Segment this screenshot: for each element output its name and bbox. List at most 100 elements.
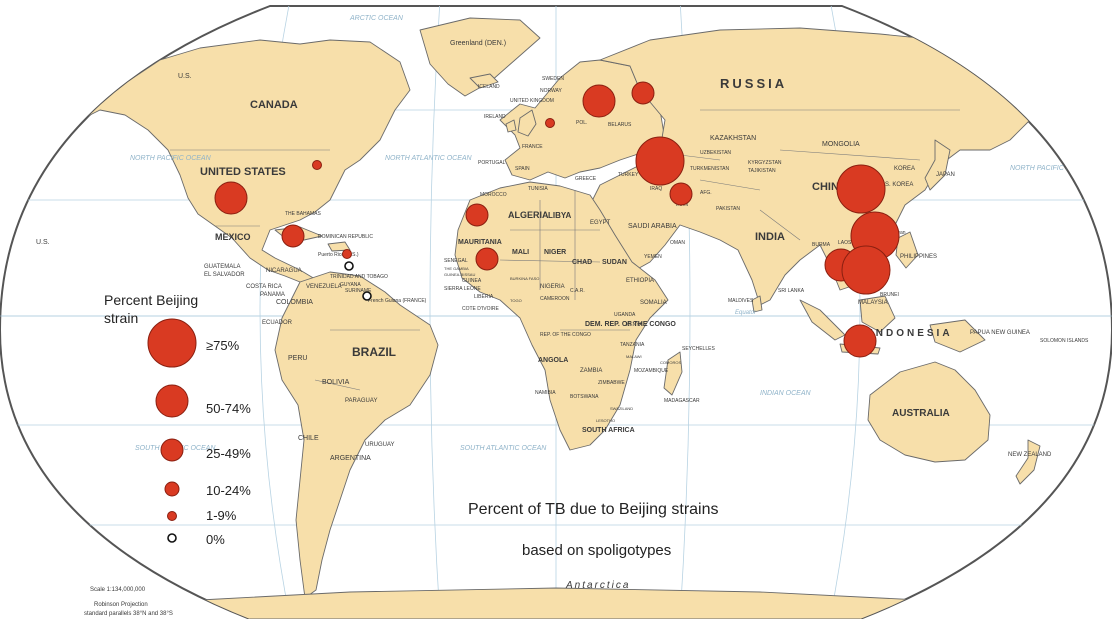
- marker-gambia-senegal[interactable]: [475, 247, 499, 271]
- label-car: C.A.R.: [570, 288, 585, 294]
- label-senegal: SENEGAL: [444, 258, 468, 264]
- land-new-guinea: [929, 319, 986, 353]
- label-united-states: UNITED STATES: [200, 166, 286, 178]
- label-norway: NORWAY: [540, 88, 563, 94]
- marker-puerto-rico[interactable]: [344, 261, 354, 271]
- marker-french-guiana[interactable]: [362, 291, 372, 301]
- land-ireland: [505, 119, 517, 133]
- label-mauritania: MAURITANIA: [458, 239, 502, 246]
- label-guatemala: GUATEMALA: [204, 264, 241, 270]
- label-north-atlantic: NORTH ATLANTIC OCEAN: [385, 155, 473, 162]
- marker-iran[interactable]: [669, 182, 693, 206]
- label-mongolia: MONGOLIA: [822, 141, 860, 148]
- label-iceland: ICELAND: [478, 84, 500, 90]
- legend-swatch-10-24: [164, 481, 180, 497]
- legend-label-1-9: 1-9%: [206, 508, 237, 523]
- label-sweden: SWEDEN: [542, 76, 564, 82]
- label-saudi-arabia: SAUDI ARABIA: [628, 223, 677, 230]
- label-india: INDIA: [755, 231, 785, 243]
- label-tanzania: TANZANIA: [620, 342, 645, 348]
- marker-black-sea[interactable]: [635, 136, 685, 186]
- label-uk: UNITED KINGDOM: [510, 98, 554, 104]
- label-nicaragua: NICARAGUA: [266, 268, 302, 274]
- label-liberia: LIBERIA: [474, 294, 494, 300]
- marker-cuba[interactable]: [281, 224, 305, 248]
- label-guinea-bissau: GUINEA-BISSAU: [444, 272, 475, 277]
- label-australia: AUSTRALIA: [892, 408, 950, 419]
- label-brunei: BRUNEI: [880, 292, 899, 298]
- label-mozambique: MOZAMBIQUE: [634, 368, 669, 374]
- label-new-zealand: NEW ZEALAND: [1008, 452, 1052, 458]
- label-korea: KOREA: [894, 166, 915, 172]
- legend-label-25-49: 25-49%: [206, 446, 251, 461]
- label-north-pacific: NORTH PACIFIC OCEAN: [130, 155, 212, 162]
- label-argentina: ARGENTINA: [330, 455, 371, 462]
- label-burkina: BURKINA FASO: [510, 276, 539, 281]
- label-guyana: GUYANA: [340, 282, 361, 288]
- label-indonesia: INDONESIA: [870, 328, 953, 339]
- label-sierra-leone: SIERRA LEONE: [444, 286, 481, 292]
- label-togo: TOGO: [510, 298, 522, 303]
- marker-indonesia[interactable]: [843, 324, 877, 358]
- label-nigeria: NIGERIA: [540, 284, 565, 290]
- label-uruguay: URUGUAY: [365, 442, 395, 448]
- label-kyrgyzstan: KYRGYZSTAN: [748, 160, 782, 166]
- label-oman: OMAN: [670, 240, 685, 246]
- marker-netherlands[interactable]: [545, 118, 555, 128]
- label-s-korea: S. KOREA: [885, 182, 913, 188]
- land-borneo: [859, 295, 896, 333]
- land-iceland: [469, 73, 499, 89]
- land-sri-lanka: [751, 295, 763, 313]
- label-bahamas: THE BAHAMAS: [285, 211, 322, 217]
- label-yemen: YEMEN: [644, 254, 662, 260]
- label-poland: POL.: [576, 120, 587, 126]
- label-madagascar: MADAGASCAR: [664, 398, 700, 404]
- label-maldives: MALDIVES: [728, 298, 754, 304]
- label-malawi: MALAWI: [626, 354, 642, 359]
- marker-china[interactable]: [836, 164, 886, 214]
- marker-dominican-republic[interactable]: [342, 249, 352, 259]
- label-dominican: DOMINICAN REPUBLIC: [318, 234, 373, 240]
- label-sri-lanka: SRI LANKA: [778, 288, 805, 294]
- land-australia: [867, 361, 991, 463]
- marker-st-petersburg[interactable]: [631, 81, 655, 105]
- label-trinidad: TRINIDAD AND TOBAGO: [330, 274, 388, 280]
- marker-los-angeles[interactable]: [214, 181, 248, 215]
- label-paraguay: PARAGUAY: [345, 398, 377, 404]
- marker-new-york[interactable]: [312, 160, 322, 170]
- label-turkmenistan: TURKMENISTAN: [690, 166, 729, 172]
- label-malaysia: MALAYSIA: [858, 300, 888, 306]
- label-solomon: SOLOMON ISLANDS: [1040, 338, 1089, 344]
- label-namibia: NAMIBIA: [535, 390, 556, 396]
- label-zambia: ZAMBIA: [580, 368, 602, 374]
- map-title-line1: Percent of TB due to Beijing strains: [468, 501, 719, 518]
- label-turkey: TURKEY: [618, 172, 639, 178]
- label-burma: BURMA: [812, 242, 831, 248]
- label-iraq: IRAQ: [650, 186, 662, 192]
- marker-poland[interactable]: [582, 84, 616, 118]
- label-belarus: BELARUS: [608, 122, 632, 128]
- label-guinea: GUINEA: [462, 278, 482, 284]
- label-tunisia: TUNISIA: [528, 186, 548, 192]
- marker-canary-islands[interactable]: [465, 203, 489, 227]
- label-sudan: SUDAN: [602, 259, 627, 266]
- label-drc: DEM. REP. OF THE CONGO: [585, 321, 676, 328]
- label-brazil: BRAZIL: [352, 345, 396, 359]
- label-puerto-rico: Puerto Rico (U.S.): [318, 252, 359, 258]
- legend-heading-line2: strain: [104, 310, 138, 326]
- landmasses: [69, 17, 1091, 619]
- label-ecuador: ECUADOR: [262, 320, 293, 326]
- label-costa-rica: COSTA RICA: [246, 284, 282, 290]
- legend-swatch-1-9: [167, 511, 177, 521]
- legend-swatch-25-49: [160, 438, 184, 462]
- label-papua: PAPUA NEW GUINEA: [970, 330, 1030, 336]
- label-greenland: Greenland (DEN.): [450, 40, 506, 47]
- label-philippines: PHILIPPINES: [900, 254, 937, 260]
- label-south-atlantic: SOUTH ATLANTIC OCEAN: [460, 445, 547, 452]
- label-congo: REP. OF THE CONGO: [540, 332, 591, 338]
- country-labels: Greenland (DEN.) U.S. U.S. CANADA UNITED…: [36, 40, 1089, 462]
- label-kazakhstan: KAZAKHSTAN: [710, 135, 756, 142]
- marker-vietnam[interactable]: [841, 245, 891, 295]
- footer-projection: Robinson Projection: [94, 602, 148, 608]
